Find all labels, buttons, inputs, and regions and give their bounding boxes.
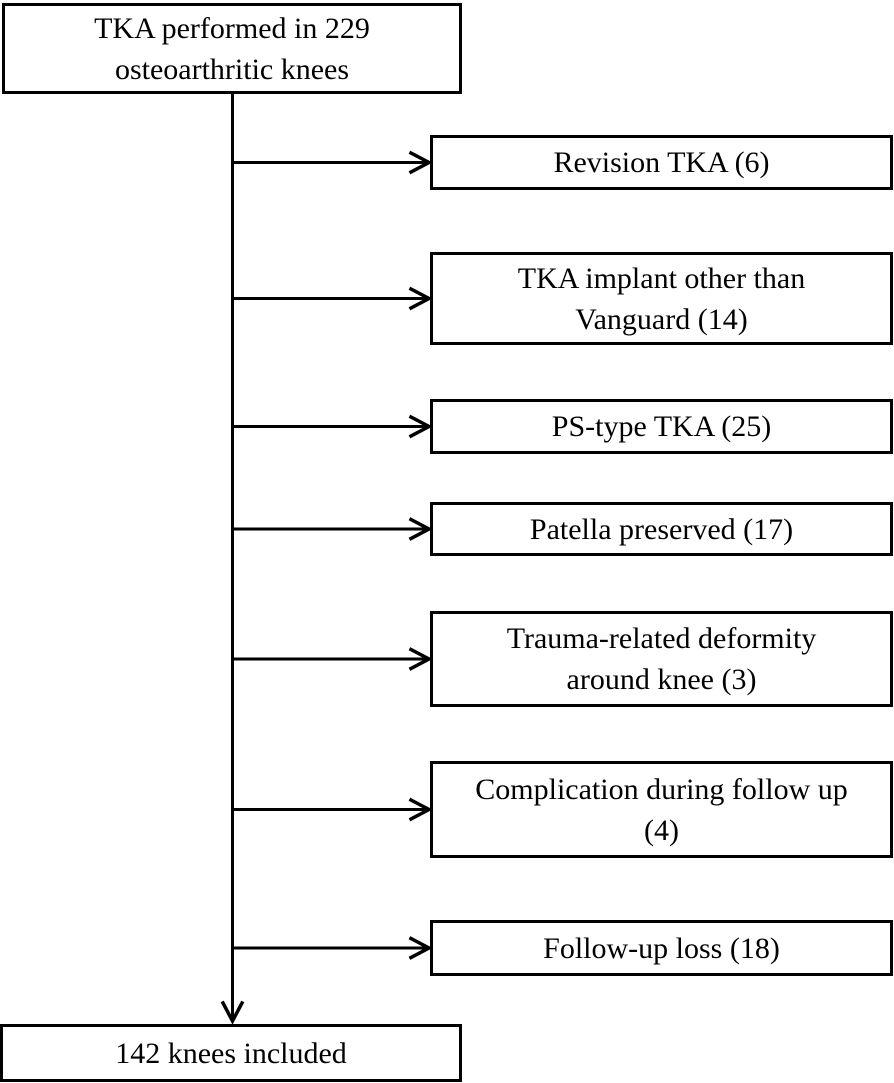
arrowhead-right-icon	[408, 797, 433, 822]
exclusion-box-implant-other-than-vanguard: TKA implant other than Vanguard (14)	[430, 252, 893, 345]
exclusion-box-label: Follow-up loss (18)	[543, 931, 780, 965]
start-box: TKA performed in 229 osteoarthritic knee…	[2, 3, 462, 94]
exclusion-box-follow-up-loss: Follow-up loss (18)	[430, 920, 893, 976]
arrowhead-right-icon	[408, 286, 433, 311]
exclusion-box-complication-during-follow-up: Complication during follow up (4)	[430, 761, 893, 858]
arrowhead-right-icon	[408, 517, 433, 541]
exclusion-box-label: Patella preserved (17)	[529, 512, 794, 546]
arrowhead-right-icon	[408, 150, 433, 175]
exclusion-box-ps-type-tka: PS-type TKA (25)	[430, 399, 893, 454]
end-box: 142 knees included	[0, 1024, 462, 1082]
exclusion-box-label: PS-type TKA (25)	[551, 410, 772, 443]
arrowhead-right-icon	[408, 936, 433, 960]
arrowhead-right-icon	[408, 414, 433, 439]
arrowhead-down-icon	[220, 1000, 245, 1025]
end-box-label: 142 knees included	[115, 1036, 347, 1070]
exclusion-box-label: Trauma-related deformity around knee (3)	[506, 622, 817, 696]
exclusion-box-label: Revision TKA (6)	[553, 146, 770, 179]
exclusion-box-label: TKA implant other than Vanguard (14)	[517, 261, 806, 336]
exclusion-box-label: Complication during follow up (4)	[475, 772, 848, 847]
exclusion-box-patella-preserved: Patella preserved (17)	[430, 502, 893, 556]
exclusion-box-trauma-related-deformity: Trauma-related deformity around knee (3)	[430, 611, 893, 707]
exclusion-box-revision-tka: Revision TKA (6)	[430, 135, 893, 190]
start-box-label: TKA performed in 229 osteoarthritic knee…	[94, 11, 370, 86]
arrowhead-right-icon	[408, 647, 433, 671]
